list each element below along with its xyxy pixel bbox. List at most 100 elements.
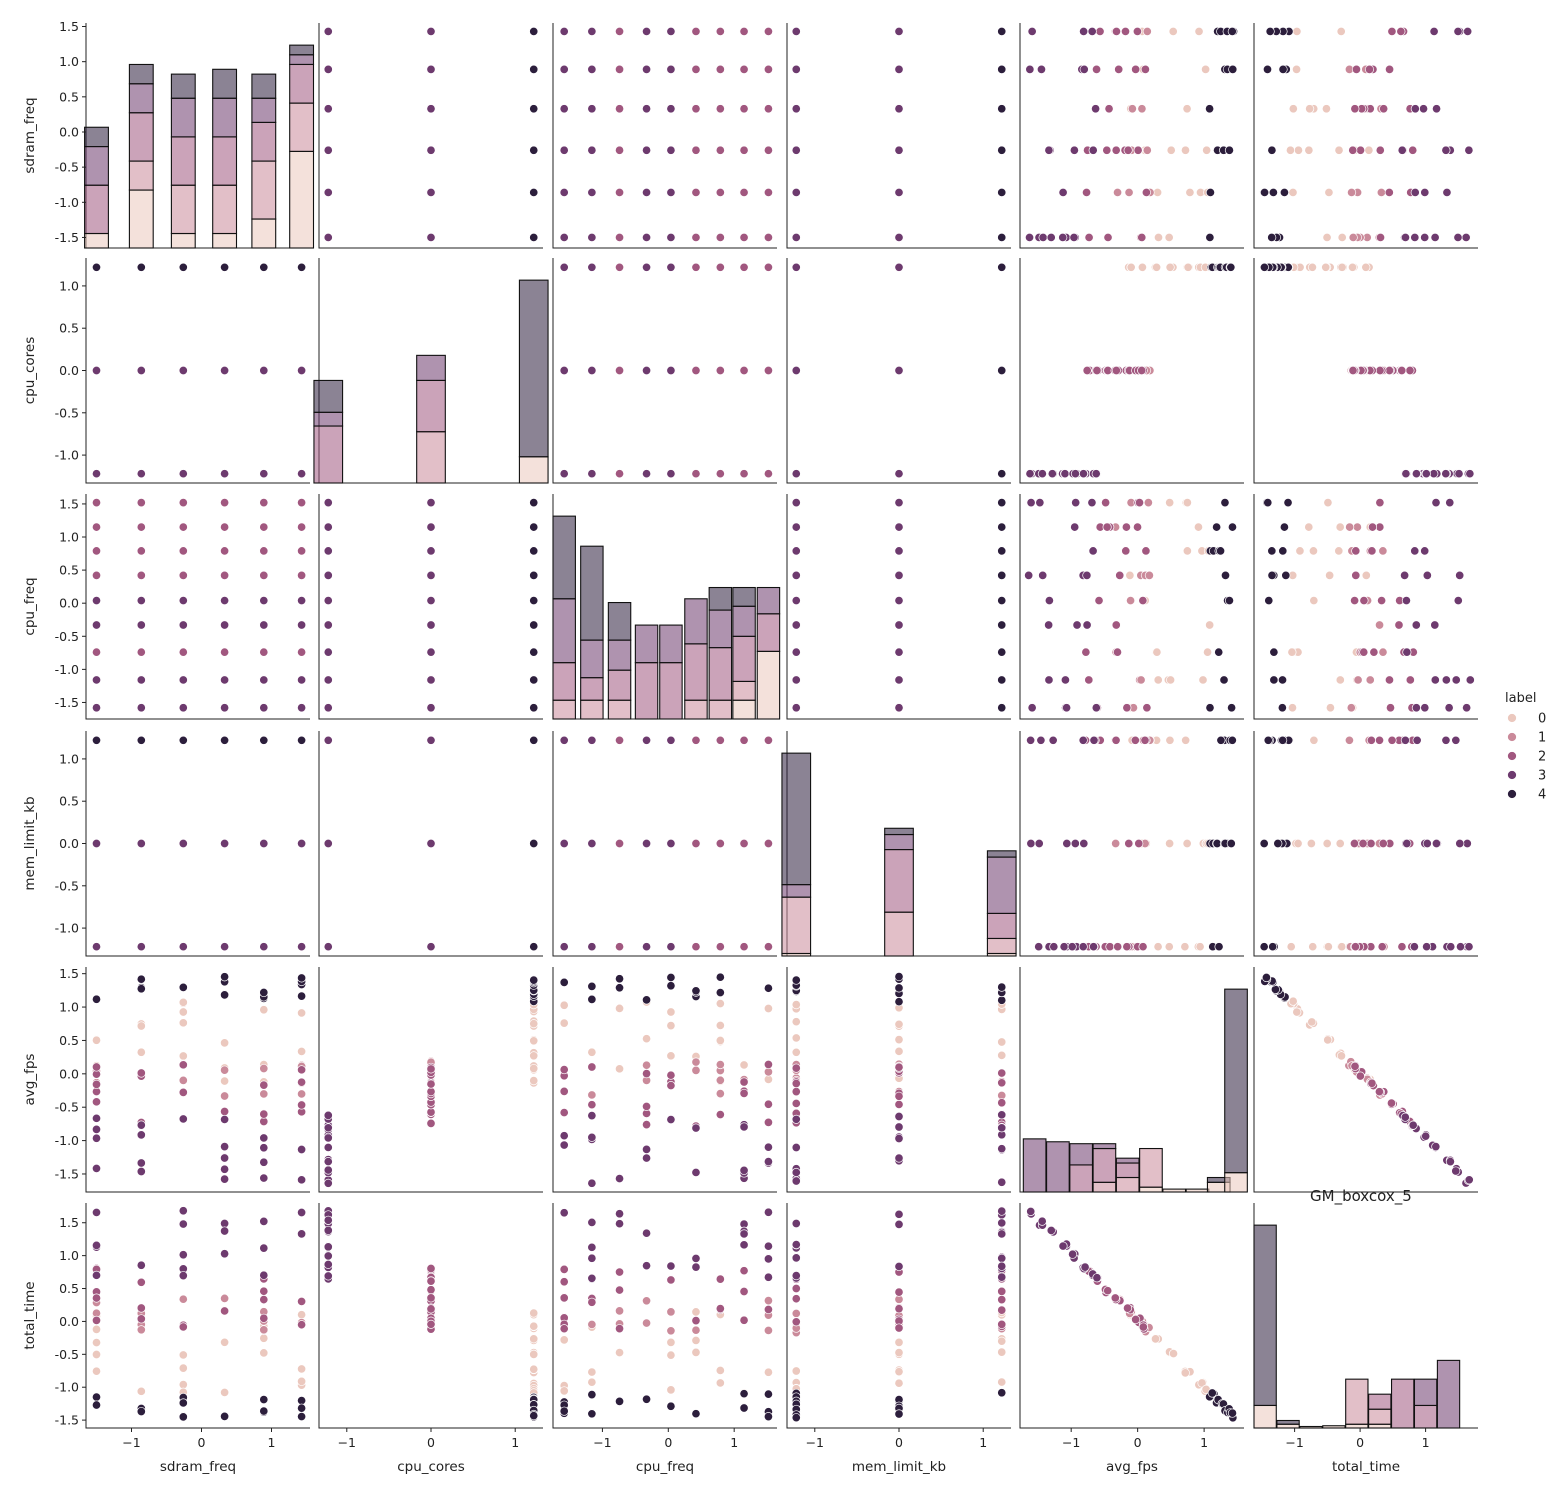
- y-tick-label: 0.0: [59, 124, 79, 139]
- scatter-point: [1309, 735, 1319, 745]
- scatter-point: [1069, 145, 1079, 155]
- scatter-point: [894, 145, 904, 155]
- scatter-point: [763, 262, 773, 272]
- scatter-point: [1166, 675, 1176, 685]
- scatter-point: [791, 26, 801, 36]
- axis-spines: [1253, 967, 1478, 1193]
- histogram-bar: [1345, 1378, 1369, 1425]
- scatter-point: [529, 595, 539, 606]
- scatter-point: [323, 1251, 333, 1261]
- scatter-point: [91, 365, 102, 376]
- scatter-point: [559, 365, 569, 376]
- scatter-point: [791, 570, 801, 580]
- scatter-point: [1307, 262, 1317, 272]
- scatter-point: [136, 703, 146, 713]
- scatter-point: [178, 1250, 188, 1260]
- scatter-point: [1060, 469, 1070, 479]
- scatter-point: [666, 1401, 676, 1411]
- scatter-point: [1376, 187, 1386, 198]
- scatter-point: [297, 1089, 307, 1099]
- scatter-point: [666, 981, 676, 991]
- scatter-point: [259, 1005, 269, 1015]
- scatter-point: [559, 26, 569, 36]
- scatter-point: [1401, 469, 1411, 479]
- scatter-point: [691, 187, 701, 198]
- scatter-point: [1465, 675, 1475, 685]
- scatter-point: [1181, 735, 1191, 745]
- scatter-point: [666, 1007, 676, 1017]
- scatter-point: [91, 1366, 102, 1376]
- scatter-point: [791, 703, 801, 713]
- scatter-point: [1264, 595, 1274, 606]
- histogram-bar: [212, 68, 238, 99]
- scatter-point: [642, 469, 652, 479]
- scatter-point: [1464, 1175, 1474, 1185]
- scatter-point: [259, 620, 269, 630]
- scatter-point: [259, 1325, 269, 1335]
- scatter-point: [297, 1412, 307, 1422]
- scatter-point: [1037, 1216, 1047, 1226]
- scatter-point: [894, 647, 904, 657]
- scatter-point: [1441, 469, 1451, 479]
- scatter-point: [894, 1287, 904, 1297]
- legend-label: 0: [1538, 712, 1546, 727]
- scatter-point: [529, 26, 539, 36]
- axis-spines: [786, 258, 1011, 484]
- scatter-point: [1216, 546, 1226, 556]
- scatter-point: [1375, 498, 1385, 508]
- histogram-bar: [1139, 1147, 1163, 1188]
- y-tick-label: -0.5: [55, 629, 79, 644]
- scatter-point: [220, 1142, 230, 1152]
- scatter-point: [1377, 595, 1387, 606]
- scatter-point: [715, 972, 725, 982]
- scatter-point: [297, 991, 307, 1001]
- histogram-bar: [170, 232, 196, 249]
- scatter-point: [1220, 498, 1230, 508]
- scatter-point: [791, 1167, 801, 1178]
- histogram-bar: [986, 850, 1017, 858]
- scatter-point: [1165, 498, 1175, 508]
- scatter-point: [178, 703, 188, 713]
- scatter-point: [1152, 647, 1162, 657]
- scatter-point: [323, 735, 333, 745]
- scatter-point: [791, 1114, 801, 1124]
- scatter-point: [1267, 145, 1277, 155]
- scatter-point: [997, 1098, 1007, 1108]
- panel-total_time-vs-avg_fps: [1019, 1203, 1244, 1429]
- scatter-point: [715, 998, 725, 1009]
- scatter-point: [220, 1174, 230, 1184]
- scatter-point: [1026, 735, 1036, 745]
- y-tick-label: 1.5: [59, 966, 79, 981]
- scatter-point: [763, 1272, 773, 1282]
- scatter-point: [739, 838, 749, 849]
- scatter-point: [1113, 187, 1123, 198]
- scatter-point: [1464, 145, 1474, 155]
- scatter-point: [259, 942, 269, 952]
- scatter-point: [323, 1157, 333, 1167]
- scatter-point: [297, 1229, 307, 1239]
- scatter-point: [1165, 262, 1175, 272]
- scatter-point: [1133, 145, 1143, 155]
- x-tick-label: 1: [1422, 1435, 1430, 1450]
- scatter-point: [529, 570, 539, 580]
- scatter-point: [1420, 546, 1430, 556]
- scatter-point: [791, 1063, 801, 1073]
- scatter-point: [1292, 1007, 1302, 1017]
- scatter-point: [1306, 838, 1316, 849]
- scatter-point: [1214, 647, 1224, 657]
- histogram-bar: [212, 97, 238, 138]
- scatter-point: [1348, 365, 1358, 376]
- scatter-point: [715, 988, 725, 998]
- scatter-point: [297, 1046, 307, 1056]
- histogram-bar: [313, 379, 344, 413]
- scatter-point: [1034, 942, 1044, 952]
- scatter-point: [666, 1021, 676, 1031]
- scatter-point: [763, 1157, 773, 1167]
- scatter-point: [1102, 145, 1112, 155]
- scatter-point: [642, 1261, 652, 1271]
- scatter-point: [1442, 187, 1452, 198]
- scatter-point: [559, 838, 569, 849]
- scatter-point: [1153, 675, 1163, 685]
- scatter-point: [1268, 942, 1278, 952]
